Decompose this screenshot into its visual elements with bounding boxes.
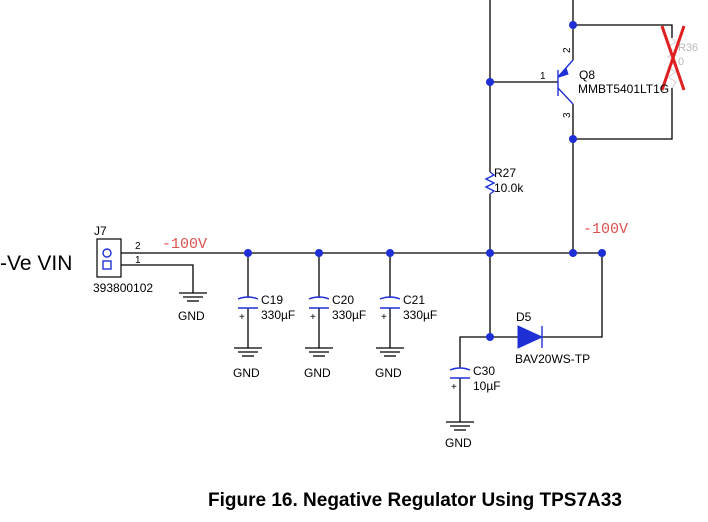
capacitor-c20: + C20 330µF: [308, 293, 366, 323]
junction-node: [569, 21, 577, 29]
diode-part: BAV20WS-TP: [515, 352, 590, 366]
ground-label: GND: [178, 309, 205, 323]
transistor-pin-collector: 3: [562, 112, 573, 118]
junction-node: [569, 249, 577, 257]
capacitor-value: 330µF: [403, 308, 437, 322]
connector-part: 393800102: [93, 281, 153, 295]
resistor-ref: R27: [494, 166, 516, 180]
capacitor-polarity: +: [381, 312, 387, 323]
transistor-pin-base: 1: [540, 71, 546, 82]
ground-symbol-j7: GND: [178, 292, 207, 323]
capacitor-ref: C19: [261, 293, 283, 307]
emitter-arrow-icon: [557, 66, 569, 78]
wires: [114, 0, 673, 422]
ground-symbol-c30: GND: [445, 421, 474, 450]
capacitor-value: 10µF: [473, 379, 501, 393]
resistor-value: 0: [678, 56, 684, 68]
capacitor-value: 330µF: [261, 308, 295, 322]
input-label: -Ve VIN: [0, 252, 72, 275]
connector-j7: J7 393800102 2 1: [93, 224, 153, 295]
ground-symbol-c20: GND: [304, 347, 333, 380]
capacitor-ref: C30: [473, 364, 495, 378]
junction-node: [315, 249, 323, 257]
junction-node: [244, 249, 252, 257]
capacitor-c19: + C19 330µF: [237, 293, 295, 323]
capacitor-c21: + C21 330µF: [379, 293, 437, 323]
connector-pin-bottom: 1: [135, 255, 141, 266]
junction-node: [486, 333, 494, 341]
resistor-value: 10.0k: [494, 181, 524, 195]
ground-symbol-c19: GND: [233, 347, 262, 380]
transistor-q8: 1 2 3 Q8 MMBT5401LT1G: [540, 47, 669, 118]
diode-d5: D5 BAV20WS-TP: [515, 310, 590, 366]
transistor-pin-emitter: 2: [562, 47, 573, 53]
junction-node: [486, 249, 494, 257]
resistor-r27: R27 10.0k: [484, 166, 524, 195]
ground-label: GND: [445, 436, 472, 450]
resistor-ref: R36: [678, 42, 698, 54]
ground-label: GND: [304, 366, 331, 380]
transistor-part: MMBT5401LT1G: [578, 82, 669, 96]
connector-pin-top: 2: [135, 241, 141, 252]
diode-ref: D5: [516, 310, 532, 324]
junction-nodes: [244, 21, 606, 341]
ground-symbol-c21: GND: [375, 347, 404, 380]
connector-ref: J7: [94, 224, 107, 238]
figure-caption: Figure 16. Negative Regulator Using TPS7…: [208, 490, 622, 511]
ground-label: GND: [375, 366, 402, 380]
dnp-cross-icon: [660, 25, 686, 91]
junction-node: [569, 135, 577, 143]
ground-label: GND: [233, 366, 260, 380]
junction-node: [486, 78, 494, 86]
net-label-input: -100V: [162, 236, 207, 253]
net-label-node: -100V: [583, 221, 628, 238]
resistor-r36: R36 0: [660, 25, 698, 91]
junction-node: [386, 249, 394, 257]
capacitor-polarity: +: [310, 312, 316, 323]
capacitor-polarity: +: [239, 312, 245, 323]
diode-triangle-icon: [517, 325, 544, 349]
transistor-ref: Q8: [579, 68, 595, 82]
capacitor-ref: C20: [332, 293, 354, 307]
junction-node: [598, 249, 606, 257]
capacitor-value: 330µF: [332, 308, 366, 322]
capacitor-ref: C21: [403, 293, 425, 307]
capacitor-polarity: +: [451, 382, 457, 393]
capacitor-c30: + C30 10µF: [449, 364, 501, 393]
